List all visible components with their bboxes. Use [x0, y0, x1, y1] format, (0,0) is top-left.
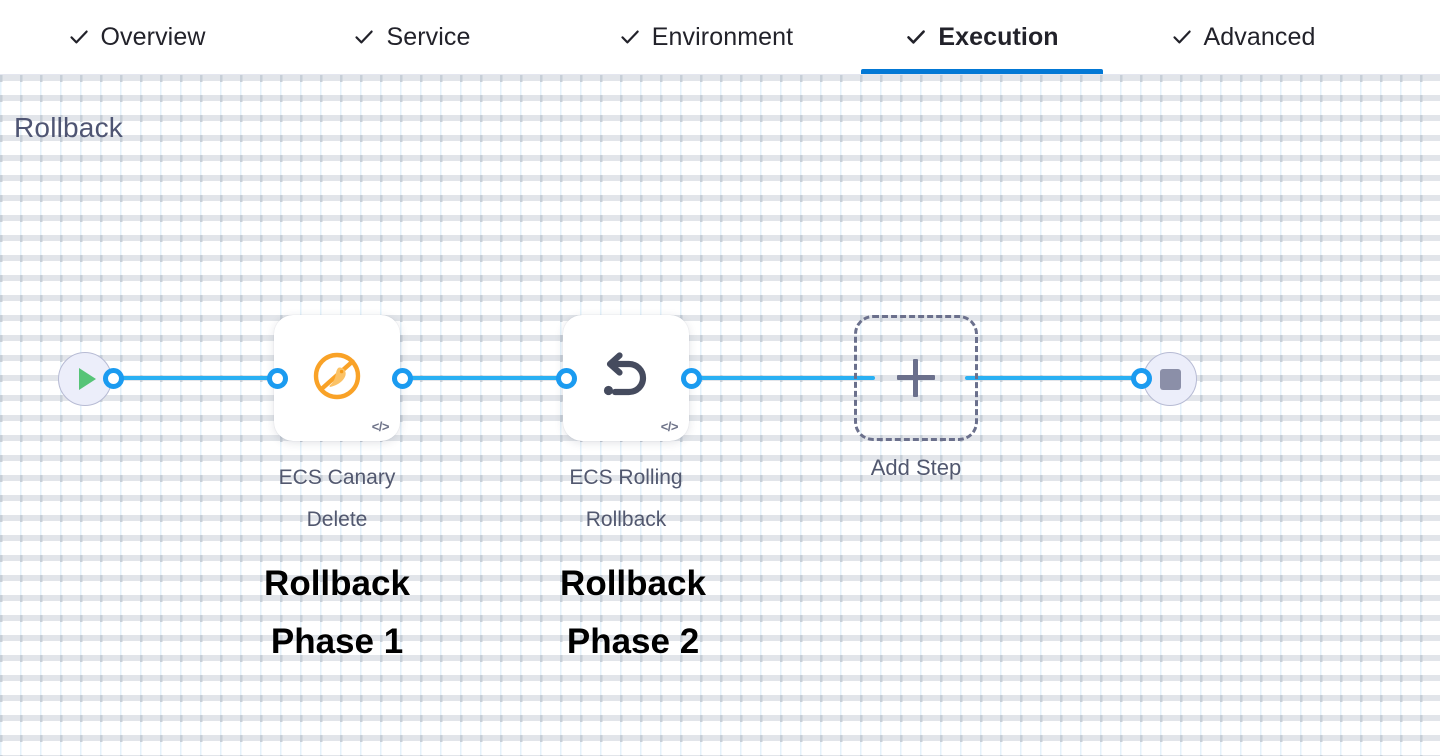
check-icon — [905, 26, 927, 48]
connector-addstep-to-end — [965, 376, 1150, 380]
stage-title: Rollback — [14, 112, 123, 143]
tab-service[interactable]: Service — [273, 0, 551, 74]
rollback-flow-graph: </> ECS Canary Delete Rollback Phase 1 <… — [0, 75, 1440, 756]
step-node-ecs-canary-delete[interactable]: </> — [274, 315, 400, 441]
connector-step2-to-addstep — [685, 376, 875, 380]
stop-icon — [1159, 368, 1181, 390]
tab-advanced-label: Advanced — [1203, 22, 1316, 51]
annotation-rollback-phase-2: Rollback Phase 2 — [560, 564, 706, 661]
tab-environment[interactable]: Environment — [551, 0, 861, 74]
port-step1-output[interactable] — [392, 368, 413, 389]
connector-start-to-step1 — [110, 376, 285, 380]
play-icon — [79, 368, 96, 390]
port-step2-output[interactable] — [681, 368, 702, 389]
check-icon — [353, 26, 375, 48]
canary-delete-icon — [309, 348, 365, 409]
annotation-rollback-phase-1: Rollback Phase 1 — [264, 564, 410, 661]
add-step-label: Add Step — [870, 455, 962, 480]
tab-service-label: Service — [386, 22, 471, 51]
pipeline-tab-bar: Overview Service Environment Execution — [0, 0, 1440, 75]
step-node-label-2: ECS Rolling Rollback — [569, 466, 683, 531]
check-icon — [1171, 26, 1193, 48]
code-icon[interactable]: </> — [660, 419, 679, 434]
code-icon[interactable]: </> — [371, 419, 390, 434]
active-tab-indicator — [861, 69, 1103, 74]
connector-step1-to-step2 — [396, 376, 574, 380]
check-icon — [619, 26, 641, 48]
tab-overview-label: Overview — [100, 22, 206, 51]
port-step1-input[interactable] — [267, 368, 288, 389]
rollback-arrow-icon — [595, 348, 657, 409]
tab-execution-label: Execution — [938, 22, 1059, 51]
tab-execution[interactable]: Execution — [861, 0, 1103, 74]
check-icon — [68, 26, 90, 48]
port-end-input[interactable] — [1131, 368, 1152, 389]
flow-end-node[interactable] — [1143, 352, 1197, 406]
tab-environment-label: Environment — [651, 22, 794, 51]
tab-overview[interactable]: Overview — [0, 0, 273, 74]
port-step2-input[interactable] — [556, 368, 577, 389]
add-step-button[interactable] — [854, 315, 978, 441]
pipeline-canvas[interactable]: Rollback — [0, 75, 1440, 756]
step-node-ecs-rolling-rollback[interactable]: </> — [563, 315, 689, 441]
plus-icon — [897, 359, 935, 397]
port-start-output[interactable] — [103, 368, 124, 389]
tab-advanced[interactable]: Advanced — [1103, 0, 1383, 74]
step-node-label-1: ECS Canary Delete — [278, 466, 396, 531]
